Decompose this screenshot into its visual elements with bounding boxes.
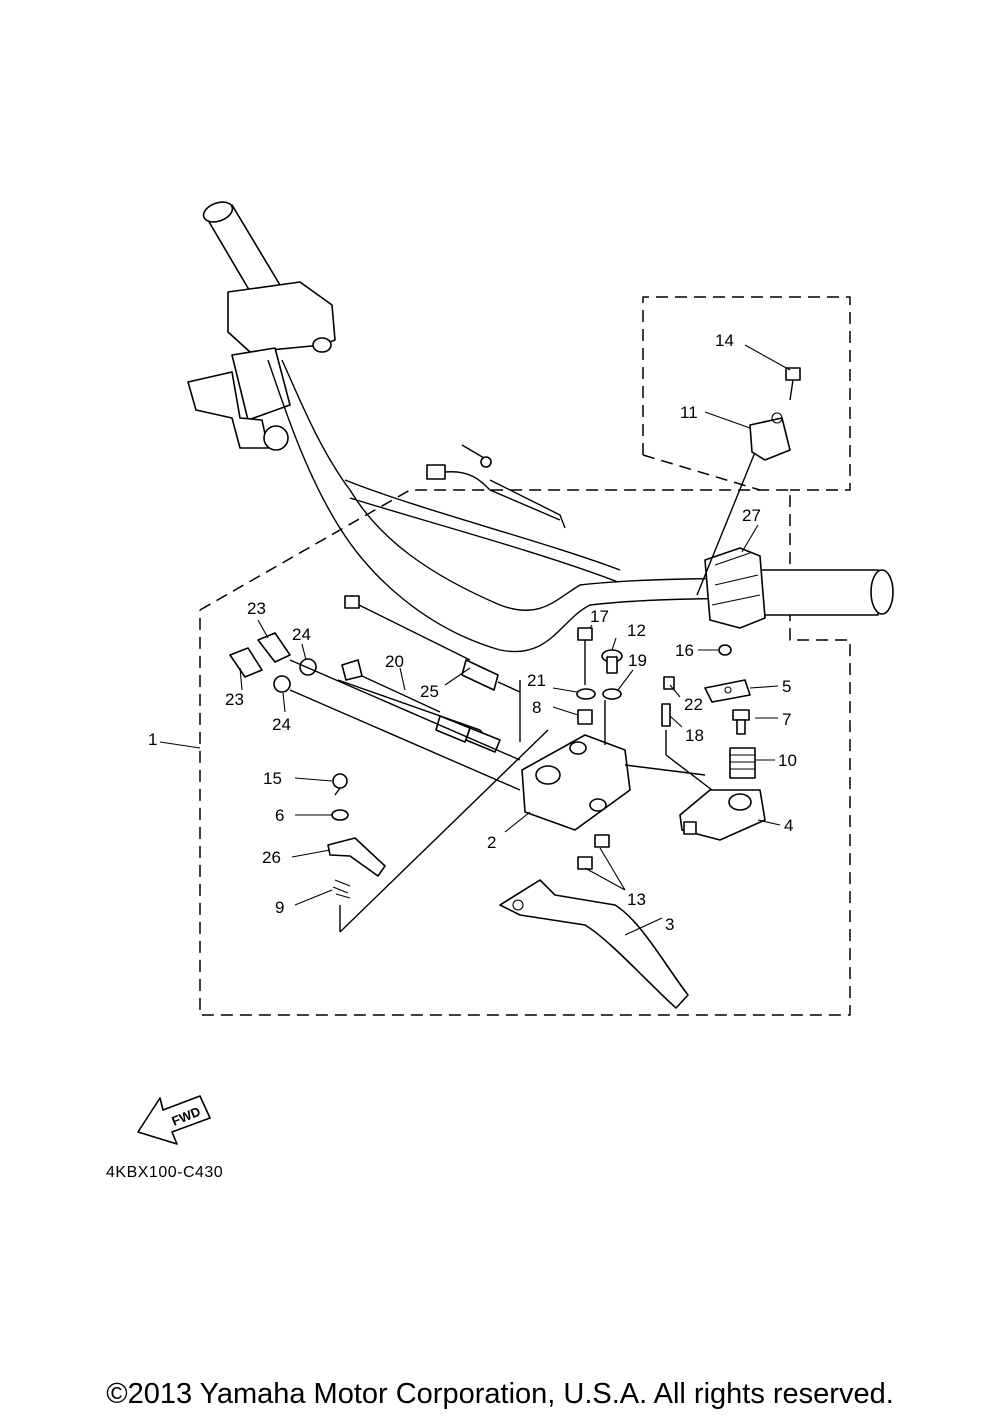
lever-holder [521,734,631,831]
throttle-cable [337,595,521,753]
throttle-housing [696,439,766,629]
pin-18 [661,703,671,727]
callout-12: 12 [627,621,646,640]
callout-21: 21 [527,671,546,690]
washer-6 [331,809,349,821]
pin-22 [663,676,675,690]
plunger-7 [732,709,750,735]
washer-21 [576,688,596,700]
callout-14: 14 [715,331,734,350]
bracket-26 [327,837,386,877]
callout-16: 16 [675,641,694,660]
bolt-17 [577,627,593,685]
callout-22: 22 [684,695,703,714]
spring-10 [729,747,756,779]
switch-lead [426,444,566,529]
cable-adjuster-23a [257,632,291,663]
callout-1: 1 [148,730,157,749]
cable-adjuster-23b [229,647,263,678]
callout-19: 19 [628,651,647,670]
spring-9 [332,879,351,899]
callout-24b: 24 [272,715,291,734]
callout-10: 10 [778,751,797,770]
locknut-24a [299,658,317,676]
leader-lines [159,344,791,936]
callout-2: 2 [487,833,496,852]
callout-18: 18 [685,726,704,745]
collar-8 [577,709,593,725]
callout-23b: 23 [225,690,244,709]
screw-12 [601,649,623,674]
callout-13: 13 [627,890,646,909]
callout-4: 4 [784,816,793,835]
callout-27: 27 [742,506,761,525]
screw-16 [718,644,732,656]
handlebar [187,201,894,653]
callout-3: 3 [665,915,674,934]
assembly-boundary-throttle-cover [642,296,851,491]
callout-8: 8 [532,698,541,717]
callout-24a: 24 [292,625,311,644]
screw-14 [785,367,801,401]
callout-9: 9 [275,898,284,917]
callout-17: 17 [590,607,609,626]
nut-13a [594,834,610,848]
callout-25: 25 [420,682,439,701]
callout-11: 11 [680,403,698,422]
brake-lever [499,879,689,1009]
nut-13b [577,856,593,870]
callout-26: 26 [262,848,281,867]
washer-19 [602,688,622,700]
switch-body-4 [679,789,766,841]
reference-code: 4KBX100-C430 [106,1164,224,1181]
callout-20: 20 [385,652,404,671]
throttle-cover [749,412,791,461]
callout-7: 7 [782,710,791,729]
locknut-24b [273,675,291,693]
callout-5: 5 [782,677,791,696]
screw-15 [332,773,348,796]
callout-labels: 1 2 3 4 5 6 7 8 9 10 11 12 13 14 15 16 1… [148,331,797,934]
callout-6: 6 [275,806,284,825]
fwd-arrow-icon: FWD [137,1095,211,1145]
assembly-boundary-main [199,489,851,1016]
callout-23a: 23 [247,599,266,618]
callout-15: 15 [263,769,282,788]
plate-5 [704,679,751,703]
copyright-notice: ©2013 Yamaha Motor Corporation, U.S.A. A… [106,1378,894,1410]
